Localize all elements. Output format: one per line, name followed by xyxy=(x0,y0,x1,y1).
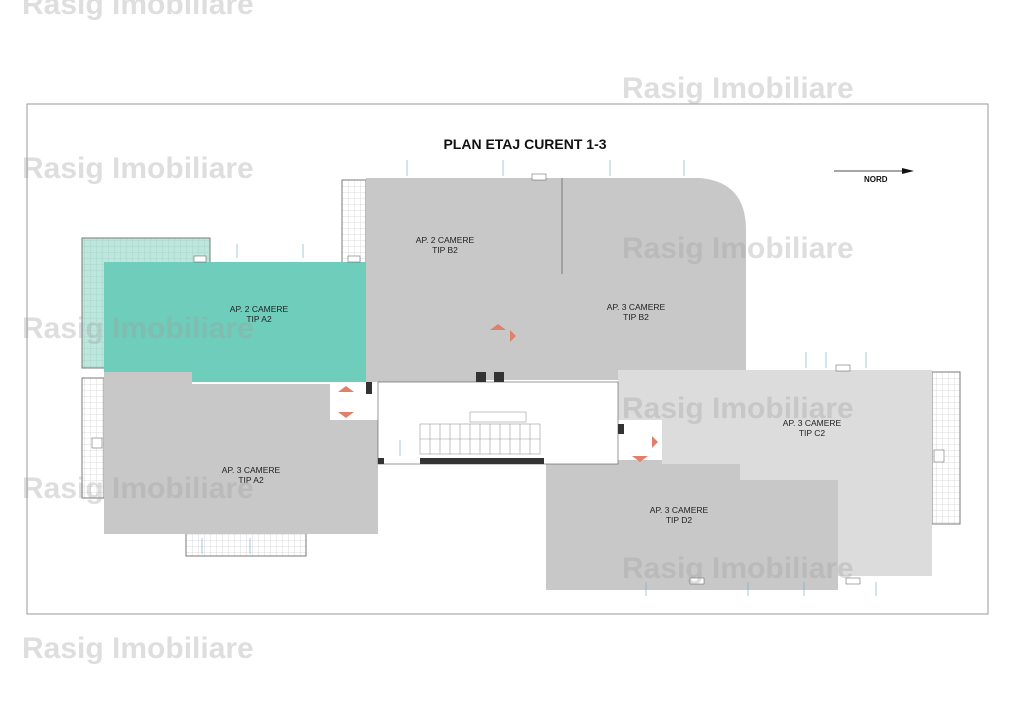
balcony-north xyxy=(341,179,367,265)
room-ap3-d2 xyxy=(546,460,838,590)
room-label-ap3-b2: AP. 3 CAMERE TIP B2 xyxy=(591,302,681,322)
room-type: TIP D2 xyxy=(665,515,693,525)
room-label-ap3-a2: AP. 3 CAMERE TIP A2 xyxy=(206,465,296,485)
room-name: AP. 2 CAMERE xyxy=(415,235,475,245)
room-name: AP. 3 CAMERE xyxy=(782,418,842,428)
door-markers xyxy=(338,324,658,462)
room-type: TIP B2 xyxy=(623,312,649,322)
room-ap3-b2 xyxy=(516,178,746,380)
watermark: Rasig Imobiliare xyxy=(22,152,254,185)
room-label-ap2-b2: AP. 2 CAMERE TIP B2 xyxy=(400,235,490,255)
watermark: Rasig Imobiliare xyxy=(22,472,254,505)
watermark: Rasig Imobiliare xyxy=(622,552,854,585)
room-type: TIP C2 xyxy=(798,428,826,438)
balcony-east xyxy=(931,371,961,525)
core-hall xyxy=(377,381,619,465)
stairs xyxy=(419,423,541,455)
room-name: AP. 2 CAMERE xyxy=(229,304,289,314)
north-arrow-icon xyxy=(834,168,914,174)
room-type: TIP A2 xyxy=(238,475,264,485)
dimension-ticks xyxy=(201,160,877,596)
room-ap3-a2 xyxy=(104,372,378,534)
room-label-ap3-d2: AP. 3 CAMERE TIP D2 xyxy=(634,505,724,525)
watermark: Rasig Imobiliare xyxy=(622,72,854,105)
watermark: Rasig Imobiliare xyxy=(22,632,254,665)
room-ap2-b2 xyxy=(366,178,562,382)
watermark: Rasig Imobiliare xyxy=(622,392,854,425)
room-ap3-c2 xyxy=(618,370,932,576)
watermark: Rasig Imobiliare xyxy=(22,0,254,21)
north-label: NORD xyxy=(864,175,888,184)
room-ap2-a2 xyxy=(104,262,366,382)
room-name: AP. 3 CAMERE xyxy=(221,465,281,475)
room-type: TIP B2 xyxy=(432,245,458,255)
balcony-south xyxy=(185,531,307,557)
room-type: TIP A2 xyxy=(246,314,272,324)
watermark: Rasig Imobiliare xyxy=(622,232,854,265)
room-name: AP. 3 CAMERE xyxy=(649,505,709,515)
room-label-ap2-a2: AP. 2 CAMERE TIP A2 xyxy=(214,304,304,324)
room-label-ap3-c2: AP. 3 CAMERE TIP C2 xyxy=(767,418,857,438)
plan-title: PLAN ETAJ CURENT 1-3 xyxy=(443,136,607,152)
watermark: Rasig Imobiliare xyxy=(22,312,254,345)
room-name: AP. 3 CAMERE xyxy=(606,302,666,312)
